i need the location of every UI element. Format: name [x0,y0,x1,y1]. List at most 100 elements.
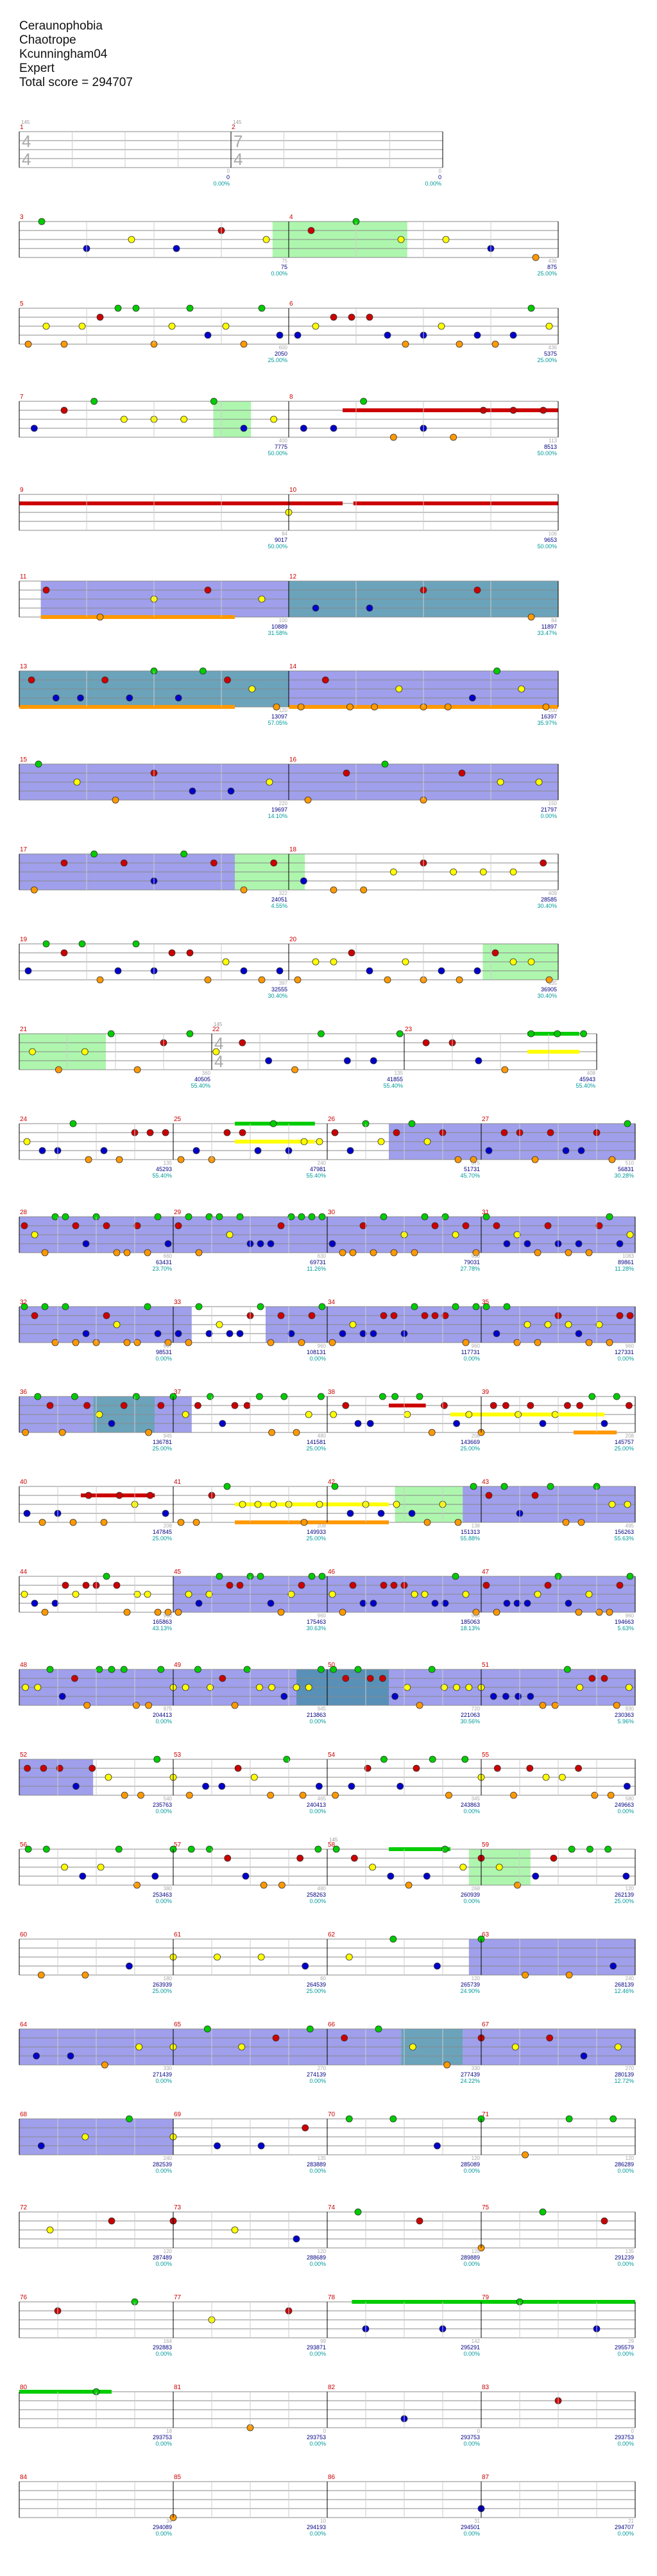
note-gem [22,1684,29,1691]
note-gem [168,949,176,957]
note-gem [270,415,278,423]
note-gem [195,1599,203,1607]
cumulative-score: 213863 [307,1712,326,1718]
note-gem [562,1147,570,1154]
note-gem [456,340,463,348]
note-gem [317,1393,325,1400]
note-gem [298,1581,305,1589]
note-gem [441,1402,448,1409]
note-gem [423,1872,431,1880]
note-gem [300,1519,308,1526]
note-gem [177,1156,185,1163]
note-gem [564,1402,571,1409]
note-gem [240,340,248,348]
note-gem [267,1791,274,1799]
note-gem [462,1222,470,1230]
star-percentage: 55.40% [576,1083,595,1089]
note-gem [452,1303,459,1310]
note-gem [151,1872,159,1880]
note-gem [585,1590,593,1598]
note-gem [532,254,540,261]
note-gem [509,958,517,966]
note-gem [268,1429,276,1436]
note-gem [126,694,133,702]
note-gem [482,1303,490,1310]
note-gem [393,1129,400,1136]
note-gem [24,1764,31,1772]
measure-number: 77 [174,2294,182,2301]
measure-note-score: 408 [587,1070,596,1076]
note-gem [154,1330,162,1337]
note-gem [79,1872,87,1880]
note-gem [194,1666,201,1673]
measure-number: 82 [328,2384,336,2391]
cumulative-score: 21797 [541,806,557,813]
star-percentage: 0.00% [155,1898,172,1904]
note-gem [472,1249,480,1257]
note-gem [234,1764,242,1772]
measure-note-score: 510 [626,1160,635,1166]
star-percentage: 27.78% [460,1266,480,1272]
note-gem [379,1393,386,1400]
note-gem [607,1791,615,1799]
note-gem [390,1312,398,1319]
measure-note-score: 0 [477,2428,481,2434]
star-percentage: 0.00% [463,2168,480,2174]
note-gem [497,778,504,786]
star-percentage: 55.88% [460,1535,480,1542]
star-percentage: 33.47% [537,630,557,636]
note-gem [509,331,517,339]
note-gem [185,1791,193,1799]
measure-note-score: 135 [626,2249,635,2254]
note-gem [133,1222,141,1230]
measure-note-score: 960 [318,1613,327,1619]
time-signature-top: 4 [22,132,31,151]
note-gem [595,1608,603,1616]
cumulative-score: 69731 [310,1259,326,1266]
note-gem [423,1519,431,1526]
measure-note-score: 960 [318,1343,327,1349]
note-gem [348,1782,355,1790]
measure-number: 84 [20,2474,28,2481]
note-gem [328,1339,336,1346]
note-gem [515,1411,522,1418]
note-gem [46,1402,54,1409]
star-percentage: 11.28% [615,1266,634,1272]
note-gem [55,1066,62,1074]
note-gem [379,1675,386,1682]
cumulative-score: 89861 [618,1259,634,1266]
star-percentage: 0.00% [155,1355,172,1362]
note-gem [441,1312,449,1319]
chart-row: 286606343123.70%296306973111.26%30930790… [19,1209,636,1272]
note-gem [120,859,128,867]
note-gem [187,1845,195,1853]
measure-number: 36 [20,1389,28,1396]
star-percentage: 25.00% [152,1988,172,1994]
note-gem [262,236,270,243]
note-gem [108,1666,115,1673]
note-gem [575,1330,583,1337]
note-gem [24,1845,32,1853]
note-gem [226,1231,234,1239]
note-gem [316,1138,323,1145]
note-gem [408,1120,416,1127]
measure-note-score: 120 [318,2249,327,2254]
measure-note-score: 164 [164,2338,173,2344]
cumulative-score: 249663 [615,1802,634,1808]
note-gem [369,1863,376,1871]
note-gem [503,1240,511,1248]
note-gem [182,1684,189,1691]
note-gem [267,1339,275,1346]
star-percentage: 0.00% [309,2441,326,2447]
cumulative-score: 127331 [615,1349,634,1355]
measure-number: 49 [174,1662,182,1669]
note-gem [404,1684,411,1691]
note-gem [601,1420,608,1427]
note-gem [588,1393,596,1400]
note-gem [445,1791,452,1799]
measure-note-score: 10 [320,2518,326,2524]
note-gem [470,1156,477,1163]
note-gem [564,1666,571,1673]
